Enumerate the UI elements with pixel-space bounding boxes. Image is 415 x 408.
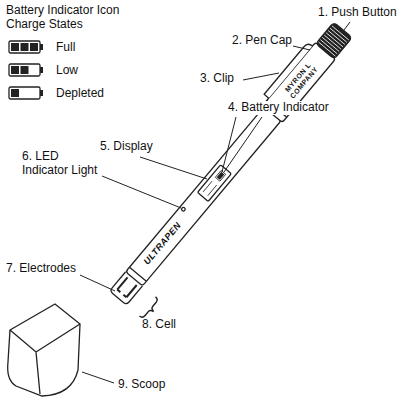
legend-row: Full <box>8 40 75 54</box>
led-light <box>181 207 186 212</box>
battery-tip <box>40 67 43 73</box>
leader-line <box>222 117 262 172</box>
pen <box>103 18 370 321</box>
callout-label: 8. Cell <box>142 318 176 332</box>
legend-text: Full <box>56 40 75 54</box>
callout-label: 3. Clip <box>200 72 234 86</box>
callout-label: 4. Battery Indicator <box>226 101 331 115</box>
callout-label: 9. Scoop <box>118 378 165 392</box>
body-ring <box>129 267 146 281</box>
leader-line <box>80 275 115 291</box>
scoop <box>8 304 80 396</box>
display-battery-fill <box>217 172 225 180</box>
leader-lines <box>80 22 350 383</box>
leader-line <box>293 46 310 50</box>
battery-icon <box>8 40 44 54</box>
legend-row: Low <box>8 63 78 77</box>
scoop-outline <box>8 304 80 396</box>
legend-heading: Battery Indicator Icon Charge States <box>6 4 124 32</box>
callout-label: 7. Electrodes <box>6 262 76 276</box>
battery-bar <box>11 89 19 97</box>
pen-body <box>126 106 282 286</box>
display-window <box>197 165 231 202</box>
leader-line <box>344 22 350 30</box>
legend-row: Depleted <box>8 86 104 100</box>
battery-outline <box>9 64 40 76</box>
leader-line <box>140 157 207 179</box>
battery-icon <box>8 86 44 100</box>
battery-bar <box>21 66 29 74</box>
callout-label: 1. Push Button <box>318 6 397 20</box>
battery-outline <box>9 41 40 53</box>
legend-text: Depleted <box>56 86 104 100</box>
battery-bar <box>11 43 19 51</box>
battery-tip <box>40 44 43 50</box>
leader-line <box>243 73 279 80</box>
leader-line <box>82 372 114 383</box>
leader-line <box>102 176 181 208</box>
scoop-rim <box>10 324 80 394</box>
legend-text: Low <box>56 63 78 77</box>
battery-outline <box>9 87 40 99</box>
battery-bar <box>11 66 19 74</box>
electrodes <box>117 277 136 297</box>
push-button <box>316 22 352 59</box>
display-segments <box>203 181 217 196</box>
battery-icon <box>8 63 44 77</box>
battery-bar <box>30 43 38 51</box>
button-knurl <box>318 26 348 56</box>
callout-label: 5. Display <box>100 140 153 154</box>
callout-label: 6. LED Indicator Light <box>22 150 104 178</box>
battery-tip <box>40 90 43 96</box>
battery-bar <box>21 43 29 51</box>
callout-label: 2. Pen Cap <box>232 34 292 48</box>
